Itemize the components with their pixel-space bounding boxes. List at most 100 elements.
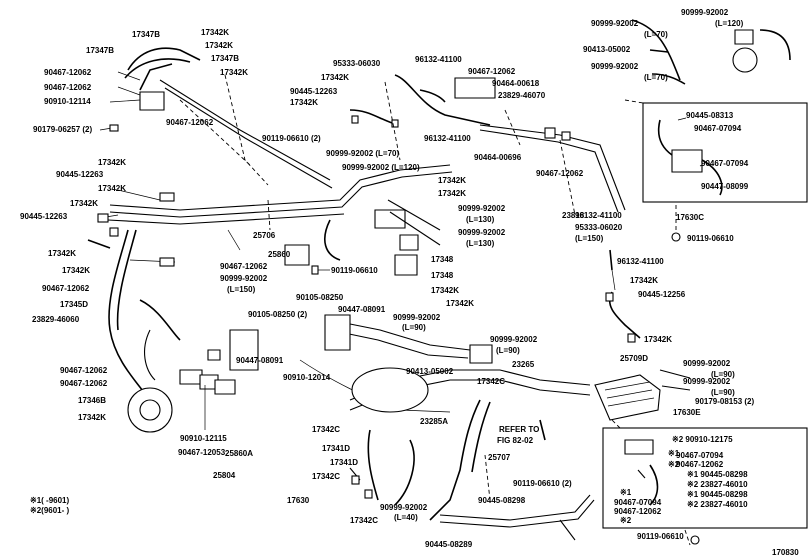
part-label: 96132-41100: [424, 134, 471, 143]
part-label: 96132-41100: [617, 257, 664, 266]
part-label: 90999-92002: [393, 313, 441, 322]
part-label: 90445-12263: [20, 212, 68, 221]
part-label: 25860: [268, 250, 291, 259]
part-label: ※1 90445-08298: [687, 470, 748, 479]
part-label: 17630C: [676, 213, 704, 222]
part-label: 90467-07094: [694, 124, 742, 133]
part-label: 17342C: [350, 516, 378, 525]
part-label: ※2: [620, 516, 632, 525]
part-label: 90119-06610 (2): [513, 479, 572, 488]
part-label: ※1: [620, 488, 632, 497]
part-label: 90999-92002 (L=120): [342, 163, 420, 172]
part-label: 17342C: [477, 377, 505, 386]
part-label: 90445-08289: [425, 540, 473, 549]
part-label: 90999-92002: [683, 377, 731, 386]
part-label: 23265: [512, 360, 535, 369]
part-label: 90999-92002: [683, 359, 731, 368]
part-label: 90467-12062: [166, 118, 214, 127]
part-label: 17346B: [78, 396, 106, 405]
part-label: (L=90): [711, 388, 735, 397]
part-label: 90467-07094: [701, 159, 749, 168]
part-label: 90999-92002: [681, 8, 729, 17]
part-label: 90413-05002: [583, 45, 631, 54]
part-label: REFER TO: [499, 425, 539, 434]
part-label: 17342K: [201, 28, 229, 37]
part-label: 17342K: [98, 158, 126, 167]
part-label: 90999-92002: [380, 503, 428, 512]
part-label: 17630E: [673, 408, 701, 417]
part-label: (L=70): [644, 30, 668, 39]
part-label: 90910-12114: [44, 97, 91, 106]
part-label: 25860A: [225, 449, 253, 458]
part-label: ※2 90910-12175: [672, 435, 733, 444]
part-label: 25709D: [620, 354, 648, 363]
part-label: 17348: [431, 271, 454, 280]
part-label: 17342K: [438, 176, 466, 185]
part-label: 17341D: [330, 458, 358, 467]
part-label: 90999-92002: [458, 204, 506, 213]
part-label: 17342K: [48, 249, 76, 258]
part-label: 90467-12062: [676, 460, 724, 469]
part-label: 90467-12062: [536, 169, 584, 178]
part-label: 90179-08153 (2): [695, 397, 754, 406]
part-label: ※1: [668, 449, 680, 458]
part-label: 23285A: [420, 417, 448, 426]
part-label: 90467-12062: [60, 379, 108, 388]
part-label: 90464-00696: [474, 153, 522, 162]
part-label: 90447-08091: [236, 356, 284, 365]
part-label: 90999-92002: [591, 19, 639, 28]
part-label: 95333-06020: [575, 223, 623, 232]
part-label: 17342K: [431, 286, 459, 295]
part-label: 17342C: [312, 425, 340, 434]
part-label: 25706: [253, 231, 276, 240]
part-label: 17348: [431, 255, 454, 264]
part-label: 90467-12062: [468, 67, 516, 76]
part-label: 90105-08250: [296, 293, 344, 302]
part-label: 90467-12062: [220, 262, 268, 271]
part-label: 17347B: [86, 46, 114, 55]
part-label: 17342K: [62, 266, 90, 275]
part-label: 90467-12062: [42, 284, 90, 293]
part-label: 17342C: [312, 472, 340, 481]
part-label: 90467-07094: [676, 451, 724, 460]
part-label: (L=90): [496, 346, 520, 355]
part-label: 17341D: [322, 444, 350, 453]
part-label: 17342K: [98, 184, 126, 193]
part-label: 90467-12062: [44, 83, 92, 92]
part-label: ※2: [668, 460, 680, 469]
part-label: 90999-92002: [490, 335, 538, 344]
part-label: (L=70): [644, 73, 668, 82]
part-label: 90179-06257 (2): [33, 125, 92, 134]
part-label: 90999-92002: [458, 228, 506, 237]
part-label: 23829-46060: [32, 315, 80, 324]
part-label: 90413-05002: [406, 367, 454, 376]
part-label: 17342K: [446, 299, 474, 308]
part-label: 90119-06610: [637, 532, 684, 541]
part-label: 25707: [488, 453, 511, 462]
part-label: 90999-92002: [220, 274, 268, 283]
part-label: 90447-08091: [338, 305, 386, 314]
part-label: 90910-12115: [180, 434, 227, 443]
part-label: ※2 23827-46010: [687, 480, 748, 489]
part-label: 90910-12014: [283, 373, 331, 382]
part-label: 96132-41100: [575, 211, 622, 220]
part-label: (L=120): [715, 19, 744, 28]
part-label: 95333-06030: [333, 59, 381, 68]
part-label: 25804: [213, 471, 236, 480]
part-label: (L=130): [466, 239, 495, 248]
part-label: 17342K: [205, 41, 233, 50]
part-label: (L=150): [575, 234, 604, 243]
part-label: 90119-06610: [331, 266, 378, 275]
part-label: 90445-12263: [290, 87, 338, 96]
part-label: 90999-92002 (L=70): [326, 149, 400, 158]
part-label: 17345D: [60, 300, 88, 309]
part-label: 90445-12256: [638, 290, 686, 299]
part-label: ※1 90445-08298: [687, 490, 748, 499]
part-label: 90445-12263: [56, 170, 104, 179]
part-label: 90445-08313: [686, 111, 734, 120]
part-label: (L=90): [402, 323, 426, 332]
part-label: 90999-92002: [591, 62, 639, 71]
part-label: ※2(9601- ): [30, 506, 70, 515]
